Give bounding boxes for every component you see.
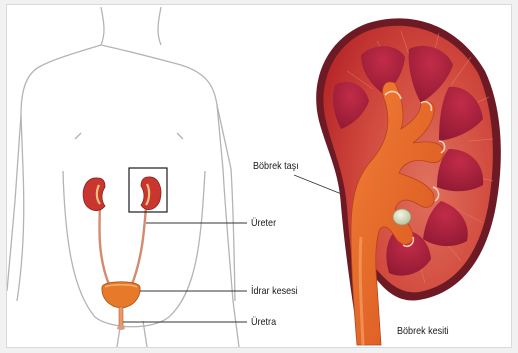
left-kidney bbox=[83, 178, 105, 211]
label-kidney-section: Böbrek kesiti bbox=[397, 325, 449, 337]
urethra bbox=[119, 307, 123, 327]
label-ureter: Üreter bbox=[251, 217, 276, 229]
label-bladder: İdrar kesesi bbox=[251, 285, 298, 297]
figure-panel: Üreter İdrar kesesi Üretra Böbrek taşı B… bbox=[6, 4, 512, 348]
kidney-stone bbox=[393, 209, 411, 225]
label-urethra: Üretra bbox=[251, 316, 276, 328]
right-ureter bbox=[131, 207, 146, 287]
right-kidney bbox=[141, 177, 161, 210]
kidney-cross-section bbox=[316, 18, 501, 345]
left-ureter bbox=[99, 204, 110, 287]
label-kidney-stone: Böbrek taşı bbox=[253, 160, 299, 172]
urinary-system bbox=[83, 168, 167, 330]
